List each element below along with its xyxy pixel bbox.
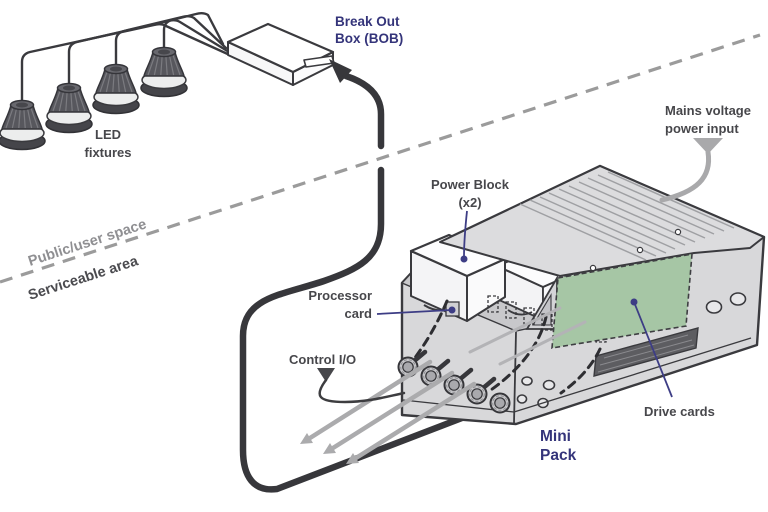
- processor-label-line2: card: [345, 306, 373, 321]
- mains-label-line1: Mains voltage: [665, 103, 751, 118]
- mains-label-line2: power input: [665, 121, 739, 136]
- internal-cable-routing: [409, 299, 602, 395]
- control-io-label: Control I/O: [289, 352, 356, 367]
- corner-edge: [513, 331, 517, 424]
- fixture-wire: [162, 12, 225, 49]
- main-cable: [239, 59, 505, 493]
- drive-cards-panel: [551, 253, 693, 349]
- arrowhead: [300, 433, 313, 444]
- bob-label-line1: Break Out: [335, 14, 400, 29]
- led-fixture: [92, 63, 140, 115]
- drive-cards-label: Drive cards: [644, 404, 715, 419]
- bob-label-line2: Box (BOB): [335, 31, 403, 46]
- control-io-arrow-tail: [317, 368, 335, 382]
- control-io-curve: [318, 378, 406, 404]
- arrowhead: [346, 453, 359, 464]
- knockout-holes: [516, 292, 747, 409]
- power-block-leader: [463, 210, 468, 258]
- mains-arrow-tail: [693, 138, 723, 154]
- zone-boundary-dashed-line: [0, 33, 761, 284]
- led-fixture: [0, 99, 46, 151]
- led-fixtures-label-line2: fixtures: [85, 145, 132, 160]
- lid: [439, 165, 765, 277]
- led-fixture: [45, 82, 93, 134]
- cable-arrowhead: [329, 59, 352, 83]
- arrowhead: [323, 443, 336, 454]
- lid-screws: [589, 228, 682, 272]
- mini-pack-label-line1: Mini: [540, 428, 571, 445]
- breakout-box: [226, 22, 335, 86]
- led-fixtures-group: [0, 46, 188, 151]
- fixture-wires: [20, 12, 234, 102]
- mini-pack-label-line2: Pack: [540, 447, 577, 464]
- fixture-wire: [114, 15, 228, 66]
- led-fixture: [140, 46, 188, 98]
- power-block-label-line2: (x2): [458, 195, 481, 210]
- processor-label-line1: Processor: [308, 288, 372, 303]
- led-fixtures-label-line1: LED: [95, 127, 121, 142]
- mini-pack-device: [397, 164, 766, 426]
- mains-arrow-curve: [659, 149, 712, 203]
- drive-cards-leader: [633, 301, 673, 398]
- lid-vent-hatch: [519, 171, 735, 261]
- power-block-label-line1: Power Block: [431, 177, 510, 192]
- processor-leader: [376, 309, 452, 315]
